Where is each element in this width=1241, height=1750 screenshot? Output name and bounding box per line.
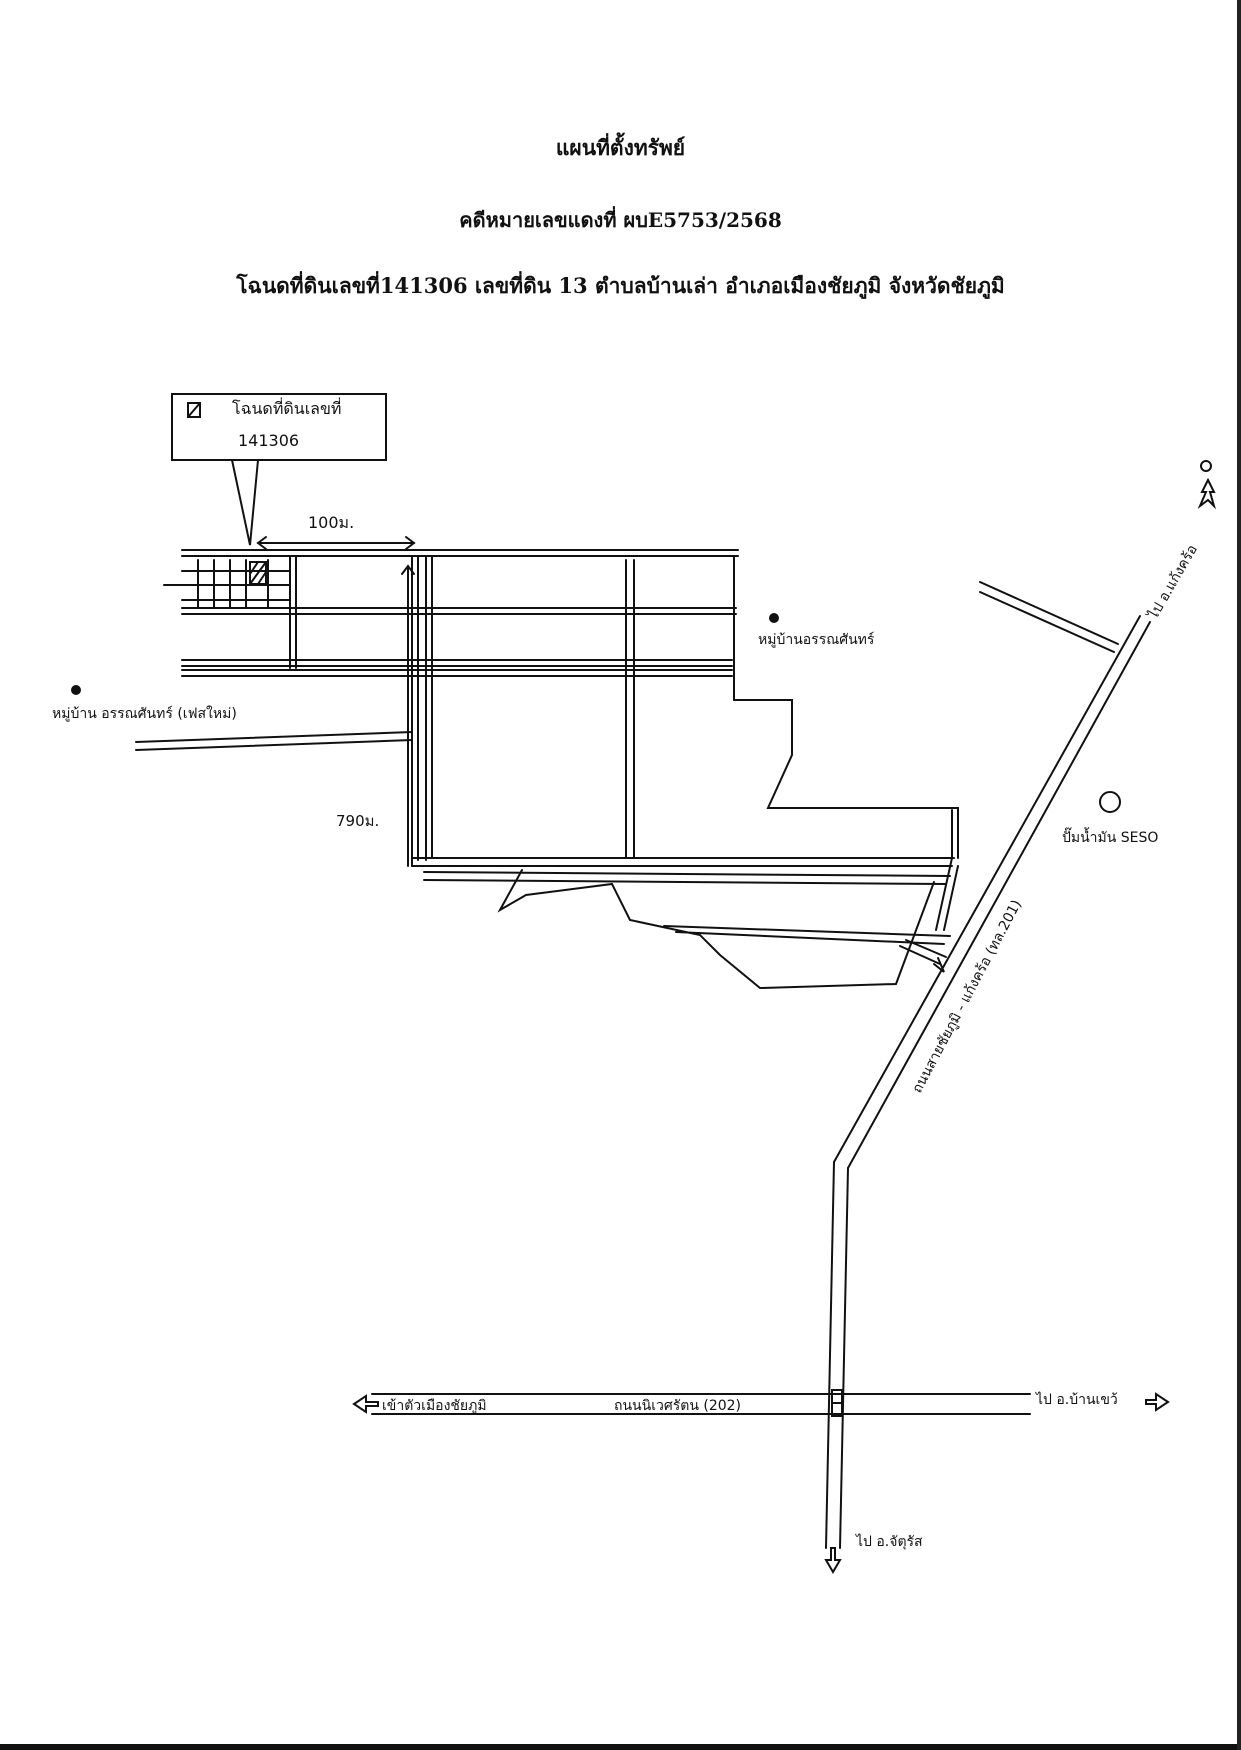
- subject-parcel: [249, 561, 267, 585]
- gas-station-label: ปั๊มน้ำมัน SESO: [1062, 827, 1158, 846]
- map-title: แผนที่ตั้งทรัพย์: [555, 135, 686, 160]
- direction-arrows: [352, 477, 1217, 1574]
- east-block-outline: [733, 699, 959, 859]
- scan-border-bottom: [0, 1744, 1241, 1750]
- legend-label-line1: โฉนดที่ดินเลขที่: [232, 397, 341, 418]
- arrow-left-icon: [352, 1394, 379, 1414]
- village-east-label: หมู่บ้านอรรณศันทร์: [758, 631, 875, 648]
- village-east-marker: [769, 613, 779, 623]
- gas-station-marker: [1099, 791, 1121, 813]
- hatched-parcel-swatch: [187, 402, 201, 418]
- west-village-road: [135, 731, 413, 751]
- north-marker: [1200, 460, 1212, 472]
- road-label-to-city: เข้าตัวเมืองชัยภูมิ: [382, 1398, 487, 1414]
- road-label-to-chatturat: ไป อ.จัตุรัส: [855, 1533, 923, 1550]
- deed-description-line: โฉนดที่ดินเลขที่141306 เลขที่ดิน 13 ตำบล…: [236, 273, 1005, 298]
- road-label-to-kaeng-khro: ไป อ.แก้งคร้อ: [1144, 542, 1201, 623]
- depth-dimension-arrow: [401, 564, 415, 867]
- south-frontage-road: [411, 857, 955, 990]
- road-label-east: ไป อ.บ้านเขว้: [1035, 1391, 1118, 1408]
- arrow-right-icon: [1145, 1392, 1170, 1412]
- road-label-highway-202: ถนนนิเวศรัตน (202): [614, 1398, 741, 1414]
- highway-201: [825, 581, 1151, 1549]
- legend-callout: [171, 393, 387, 546]
- width-dimension-arrow: [256, 536, 416, 550]
- legend-label-line2: 141306: [238, 431, 299, 450]
- village-street-grid: [163, 549, 739, 867]
- width-dimension-label: 100ม.: [308, 513, 354, 532]
- case-number-line: คดีหมายเลขแดงที่ ผบE5753/2568: [459, 208, 782, 232]
- arrow-up-icon: [1197, 477, 1217, 510]
- village-west-marker: [71, 685, 81, 695]
- highway-202: [371, 1389, 1031, 1417]
- depth-dimension-label: 790ม.: [336, 812, 379, 830]
- arrow-down-icon: [824, 1547, 842, 1574]
- village-west-label: หมู่บ้าน อรรณศันทร์ (เฟสใหม่): [52, 705, 237, 722]
- scan-border-right: [1237, 0, 1241, 1750]
